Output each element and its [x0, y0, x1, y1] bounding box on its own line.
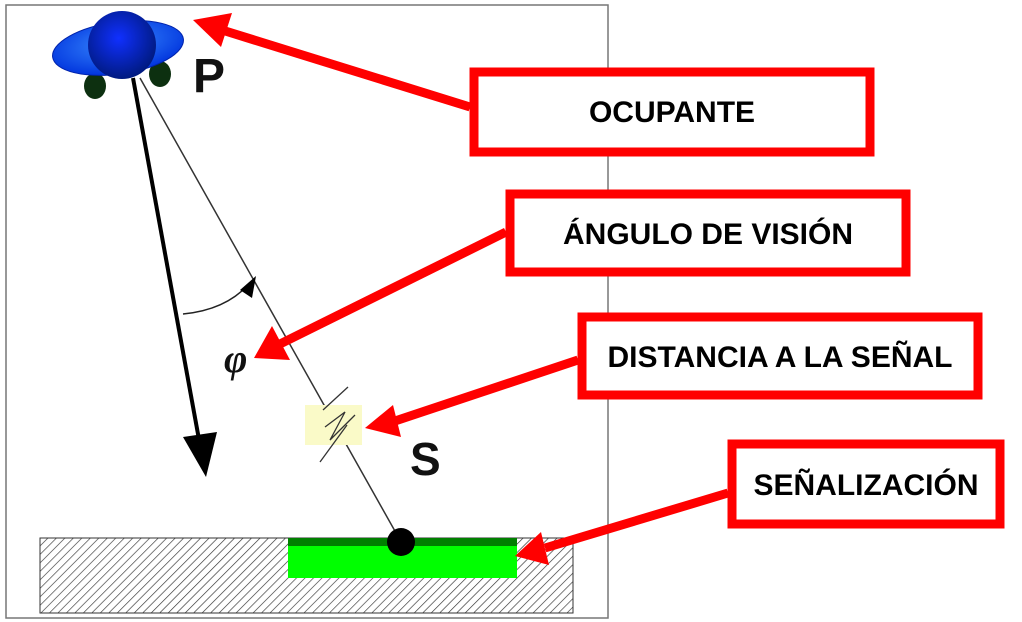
angle-arc-arrowhead [240, 276, 256, 298]
gaze-direction-arrow [131, 77, 202, 446]
callout-arrow-senalizacion [543, 488, 730, 553]
occupant-icon [52, 11, 184, 99]
callout-label-angulo: ÁNGULO DE VISIÓN [563, 217, 853, 251]
label-p: P [193, 50, 225, 103]
callout-arrow-angulo [278, 227, 508, 349]
distance-break-marker [305, 405, 362, 445]
break-symbol-icon [324, 411, 356, 441]
break-slash [322, 386, 349, 411]
sign-point [387, 528, 415, 556]
callout-arrow-ocupante [220, 25, 472, 112]
callout-label-ocupante: OCUPANTE [589, 96, 755, 129]
label-phi: φ [224, 336, 247, 381]
sight-line [139, 77, 401, 541]
callout-box-senalizacion [727, 439, 1005, 529]
callout-label-distancia: DISTANCIA A LA SEÑAL [608, 340, 953, 374]
callout-box-angulo [505, 189, 911, 277]
gaze-arrowhead [183, 432, 217, 477]
label-s: S [410, 433, 441, 485]
break-slash [319, 424, 348, 463]
callout-arrow-distancia [390, 355, 580, 427]
callout-box-ocupante [469, 67, 875, 157]
callout-box-distancia [577, 312, 983, 400]
callout-label-senalizacion: SEÑALIZACIÓN [754, 468, 979, 502]
